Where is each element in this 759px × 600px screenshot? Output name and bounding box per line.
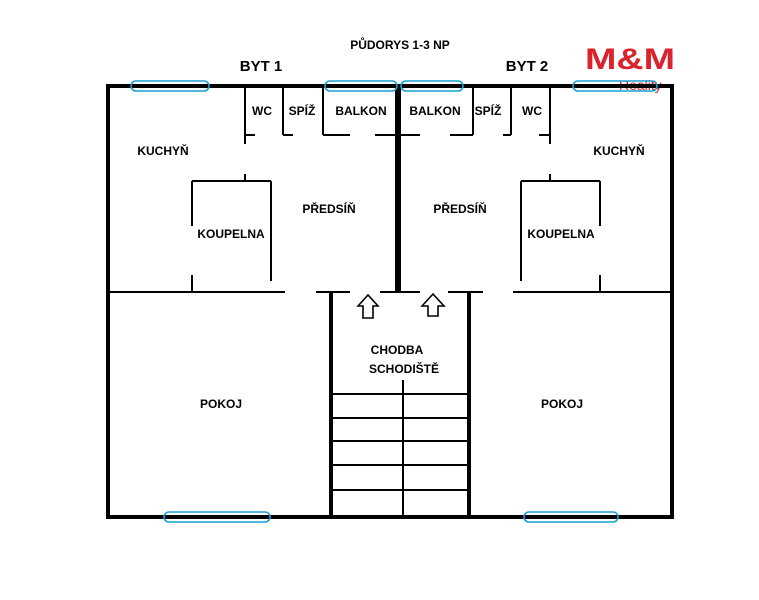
byt2-upper-partitions: [398, 86, 551, 144]
byt1-pokoj-label: POKOJ: [200, 397, 242, 411]
byt2-label: BYT 2: [506, 58, 549, 75]
window-byt2-pokoj: [523, 511, 619, 523]
byt2-pokoj-label: POKOJ: [541, 397, 583, 411]
byt1-room-labels: WC SPÍŽ BALKON KUCHYŇ KOUPELNA PŘEDSÍŇ P…: [137, 103, 386, 411]
byt2-kuchyn-label: KUCHYŇ: [593, 143, 644, 158]
window-byt1-kitchen: [130, 80, 210, 92]
byt1-label: BYT 1: [240, 58, 283, 75]
window-byt2-kitchen: [572, 80, 658, 92]
entrance-arrow-byt2-icon: [420, 292, 446, 317]
stairwell-label-line2: SCHODIŠTĚ: [369, 361, 439, 376]
outer-walls: [106, 84, 674, 519]
byt1-spiz-label: SPÍŽ: [289, 103, 316, 118]
byt1-kuchyn-label: KUCHYŇ: [137, 143, 188, 158]
entrance-arrow-byt1-icon: [356, 293, 380, 319]
byt2-koupelna-walls: [520, 174, 601, 292]
window-byt1-balcony: [324, 80, 398, 92]
byt1-wc-label: WC: [252, 104, 272, 118]
byt1-predsin-label: PŘEDSÍŇ: [302, 201, 355, 216]
byt2-room-labels: BALKON SPÍŽ WC KUCHYŇ KOUPELNA PŘEDSÍŇ P…: [409, 103, 644, 411]
byt1-koupelna-label: KOUPELNA: [197, 227, 265, 241]
byt2-balkon-label: BALKON: [409, 104, 460, 118]
stairwell-walls: [329, 292, 471, 517]
byt2-koupelna-label: KOUPELNA: [527, 227, 595, 241]
byt2-spiz-label: SPÍŽ: [475, 103, 502, 118]
stairwell-label-line1: CHODBA: [371, 343, 424, 357]
byt1-upper-partitions: [244, 86, 398, 144]
plan-title: PŮDORYS 1-3 NP: [350, 36, 450, 52]
windows: [130, 80, 658, 523]
byt2-predsin-label: PŘEDSÍŇ: [433, 201, 486, 216]
byt1-koupelna-walls: [191, 174, 272, 292]
byt2-wc-label: WC: [522, 104, 542, 118]
logo-main: M&M: [585, 43, 675, 76]
window-byt1-pokoj: [163, 511, 271, 523]
stair-treads: [331, 380, 469, 517]
window-byt2-balcony: [400, 80, 464, 92]
byt1-balkon-label: BALKON: [335, 104, 386, 118]
